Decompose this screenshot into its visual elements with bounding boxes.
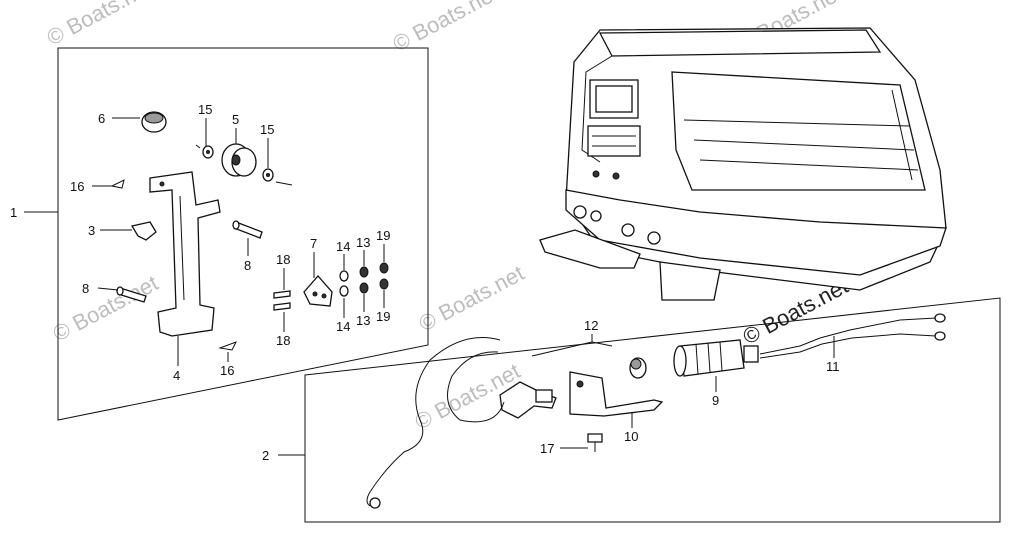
callout-15-left: 15 (198, 102, 212, 117)
callout-15-right: 15 (260, 122, 274, 137)
motor-cover-illustration (539, 27, 947, 301)
callout-16-bottom: 16 (220, 363, 234, 378)
part-18-screws (273, 290, 291, 311)
callout-14-top: 14 (336, 239, 350, 254)
part-switch-knob (629, 357, 647, 379)
group-2-frame (304, 297, 1001, 523)
callout-7: 7 (310, 236, 317, 251)
group-1-frame (57, 47, 429, 421)
part-5-pulley (221, 143, 257, 177)
part-6-grommet (141, 111, 167, 133)
watermark-mid-center: © Boats.net (415, 260, 529, 336)
part-9-switch-assembly (673, 339, 759, 377)
part-3-clip (130, 221, 157, 241)
callout-3: 3 (88, 223, 95, 238)
callout-13-bottom: 13 (356, 313, 370, 328)
leader-lines (24, 117, 835, 456)
callout-10: 10 (624, 429, 638, 444)
part-13-nuts (359, 266, 369, 294)
part-12-emergency-stop-switch (366, 337, 557, 509)
callout-4: 4 (173, 368, 180, 383)
part-11-wire-harness (759, 313, 946, 359)
part-15-washer-left (202, 145, 214, 159)
callout-5: 5 (232, 112, 239, 127)
pulley-axis-line (195, 144, 293, 186)
part-19-nuts (379, 262, 389, 290)
part-4-bracket (149, 171, 221, 337)
callout-19-top: 19 (376, 228, 390, 243)
callout-8-right: 8 (244, 258, 251, 273)
callout-14-bottom: 14 (336, 319, 350, 334)
part-10-bracket (569, 371, 664, 417)
callouts: 1 2 3 4 5 6 7 8 8 9 10 11 12 13 13 14 14… (10, 102, 840, 463)
callout-2: 2 (262, 448, 269, 463)
callout-11: 11 (826, 359, 840, 374)
part-16-clips (110, 179, 238, 351)
part-8-pin-left (116, 286, 147, 303)
part-17-bolt (587, 433, 603, 452)
callout-1: 1 (10, 205, 17, 220)
part-7-plate (303, 275, 333, 307)
watermark-mid-left: © Boats.net (49, 270, 163, 346)
callout-19-bottom: 19 (376, 309, 390, 324)
callout-12: 12 (584, 318, 598, 333)
part-8-pin-right (232, 220, 263, 239)
watermark-top-left: © Boats.net (43, 0, 157, 50)
callout-17: 17 (540, 441, 554, 456)
callout-6: 6 (98, 111, 105, 126)
callout-9: 9 (712, 393, 719, 408)
part-14-washers (339, 270, 349, 297)
callout-16-left: 16 (70, 179, 84, 194)
callout-13-top: 13 (356, 235, 370, 250)
callout-18-top: 18 (276, 252, 290, 267)
part-15-washer-right (262, 168, 274, 182)
callout-8-left: 8 (82, 281, 89, 296)
callout-18-bottom: 18 (276, 333, 290, 348)
